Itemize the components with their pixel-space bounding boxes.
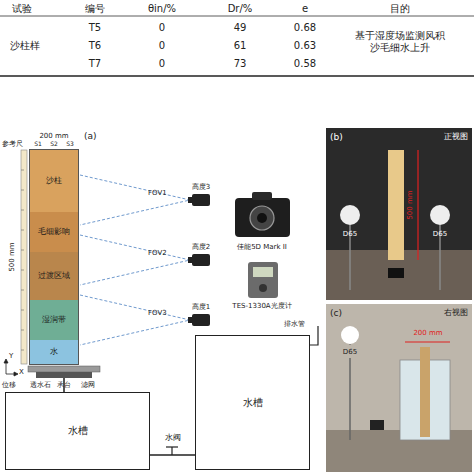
table-header: 试验	[12, 3, 32, 15]
table-rule	[0, 16, 474, 17]
table-cell: 沙柱样	[10, 40, 40, 52]
sand-layer: 沙柱	[30, 150, 78, 212]
fov-label: FOV3	[148, 309, 167, 317]
sensor-label: S1	[34, 141, 42, 148]
sensor-label: S3	[66, 141, 74, 148]
node-text: 水	[50, 347, 58, 356]
device-name: 佳能5D Mark II	[237, 243, 287, 251]
porous-stone	[28, 366, 100, 372]
photo-front	[326, 128, 472, 300]
sensor-label: S2	[50, 141, 58, 148]
height-label: 高度2	[192, 243, 210, 251]
table-cell: 0.58	[294, 58, 316, 70]
axis-label: X	[19, 368, 24, 376]
table-cell: 0.68	[294, 22, 316, 34]
light-source: D65	[433, 230, 447, 238]
table-cell: 0	[159, 40, 165, 52]
pipe	[150, 454, 195, 455]
platform	[36, 372, 92, 378]
table-header: e	[302, 3, 308, 15]
dimension: 200 mm	[413, 329, 442, 337]
valve-label: 水阀	[164, 433, 182, 442]
part-name: 参考尺	[2, 140, 23, 148]
table-cell: 0.63	[294, 40, 316, 52]
node-text: 过渡区域	[38, 271, 70, 280]
axis	[4, 359, 18, 376]
panel-letter: (b)	[330, 132, 343, 142]
height-label: 高度3	[192, 183, 210, 191]
table-rule	[0, 75, 474, 77]
light-source: D65	[343, 348, 357, 356]
table-header: θin/%	[148, 3, 176, 15]
height-label: 高度1	[192, 303, 210, 311]
node-text: 水槽	[243, 397, 263, 409]
node-text: 湿润带	[42, 315, 66, 324]
sand-layer: 过渡区域	[30, 252, 78, 300]
light-source: D65	[343, 230, 357, 238]
device-name: TES-1330A光度计	[232, 302, 291, 310]
part-name: 承台	[57, 381, 71, 389]
node-text: 水槽	[68, 425, 88, 437]
table-cell: 49	[234, 22, 247, 34]
fov-label: FOV2	[148, 249, 167, 257]
dimension: 500 mm	[406, 190, 414, 219]
water-layer: 水	[30, 340, 78, 364]
view-name: 右视图	[444, 308, 468, 317]
fov-label: FOV1	[148, 189, 167, 197]
dimension: 500 mm	[8, 242, 16, 271]
table-header: 目的	[390, 3, 410, 15]
panel-letter: (a)	[84, 131, 97, 141]
valve	[166, 447, 178, 455]
water-tank: 水槽	[195, 335, 310, 470]
wet-layer: 湿润带	[30, 300, 78, 340]
panel-letter: (c)	[330, 308, 342, 318]
water-tank: 水槽	[5, 392, 150, 470]
table-header: Dr/%	[228, 3, 253, 15]
column-outline	[30, 150, 79, 365]
part-name: 位移	[2, 381, 16, 389]
node-text: 沙柱	[46, 176, 62, 185]
table-cell: 基于湿度场监测风积沙毛细水上升	[354, 30, 446, 53]
table-cell: 73	[234, 58, 247, 70]
table-cell: T7	[89, 58, 101, 70]
part-name: 滤网	[81, 381, 95, 389]
table-cell: 0	[159, 22, 165, 34]
reference-scale	[21, 150, 27, 364]
axis-label: Y	[9, 352, 13, 360]
photo-side	[326, 304, 472, 472]
table-cell: 0	[159, 58, 165, 70]
table-cell: 61	[234, 40, 247, 52]
table-header: 编号	[85, 3, 105, 15]
part-name: 排水管	[284, 320, 305, 328]
part-name: 透水石	[30, 381, 51, 389]
view-name: 正视图	[444, 132, 468, 141]
drain-pipe	[310, 326, 318, 345]
camera-photo	[235, 192, 290, 237]
table-cell: T5	[89, 22, 101, 34]
light-meter	[248, 262, 278, 298]
table-cell: T6	[89, 40, 101, 52]
sand-layer: 毛细影响	[30, 212, 78, 252]
fov-lines	[80, 175, 190, 345]
node-text: 毛细影响	[38, 227, 70, 236]
dimension: 200 mm	[39, 132, 68, 140]
camera-symbol	[188, 194, 210, 326]
